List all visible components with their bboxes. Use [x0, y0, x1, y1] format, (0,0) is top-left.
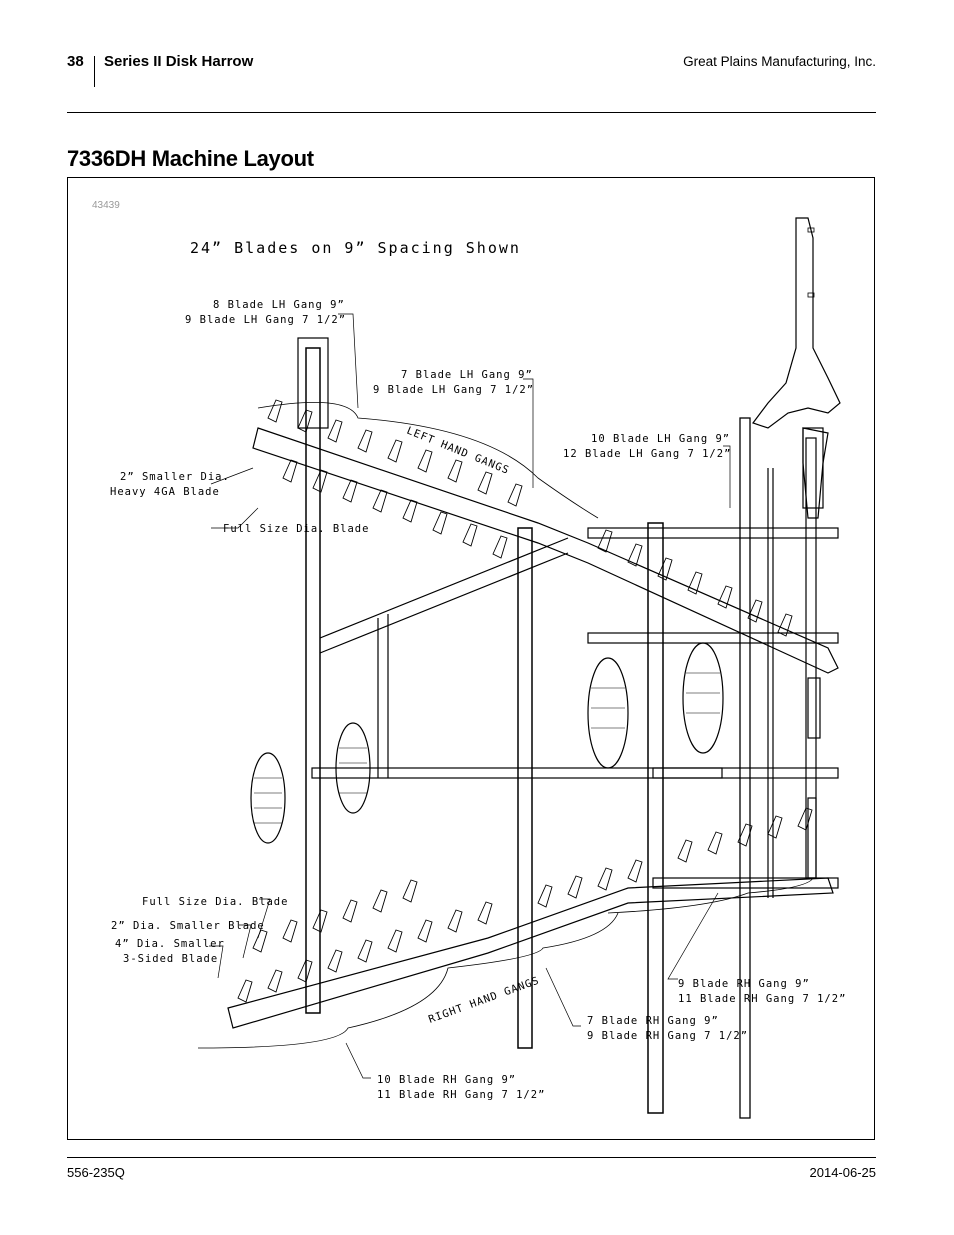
document-title: Series II Disk Harrow: [104, 53, 254, 70]
document-date: 2014-06-25: [809, 1165, 877, 1180]
header-rule: [67, 112, 876, 113]
callout-lh-8-9: 8 Blade LH Gang 9”: [213, 299, 345, 311]
callout-lh-7-9: 7 Blade LH Gang 9”: [401, 369, 533, 381]
callout-rh-7-9: 7 Blade RH Gang 9”: [587, 1015, 719, 1027]
callout-full-size-top: Full Size Dia. Blade: [223, 523, 369, 535]
right-hand-gangs-label: RIGHT HAND GANGS: [427, 974, 541, 1025]
callout-rh-10-9: 10 Blade RH Gang 9”: [377, 1074, 516, 1086]
figure-frame: 43439 24” Blades on 9” Spacing Shown 8 B…: [67, 177, 875, 1140]
figure-number: 43439: [92, 200, 120, 211]
page-number: 38: [67, 53, 84, 70]
callout-dia-smaller-4a: 4” Dia. Smaller: [115, 938, 225, 950]
callout-dia-smaller-2: 2” Dia. Smaller Blade: [111, 920, 265, 932]
figure-caption: 24” Blades on 9” Spacing Shown: [190, 239, 521, 257]
callout-rh-11-75: 11 Blade RH Gang 7 1/2”: [678, 993, 846, 1005]
callout-lh-12-75: 12 Blade LH Gang 7 1/2”: [563, 448, 731, 460]
callout-full-size-bottom: Full Size Dia. Blade: [142, 896, 288, 908]
callout-rh-9-9: 9 Blade RH Gang 9”: [678, 978, 810, 990]
callout-lh-9-75b: 9 Blade LH Gang 7 1/2”: [373, 384, 534, 396]
header-divider: [94, 56, 95, 87]
document-number: 556-235Q: [67, 1165, 125, 1180]
callout-rh-11-75b: 11 Blade RH Gang 7 1/2”: [377, 1089, 545, 1101]
callout-smaller-dia-1: 2” Smaller Dia.: [120, 471, 230, 483]
callout-rh-9-75: 9 Blade RH Gang 7 1/2”: [587, 1030, 748, 1042]
machine-layout-drawing: 43439 24” Blades on 9” Spacing Shown 8 B…: [92, 200, 846, 1119]
section-title: 7336DH Machine Layout: [67, 146, 314, 171]
callout-dia-smaller-4b: 3-Sided Blade: [123, 953, 218, 965]
callout-lh-9-75: 9 Blade LH Gang 7 1/2”: [185, 314, 346, 326]
footer-rule: [67, 1157, 876, 1158]
company-name: Great Plains Manufacturing, Inc.: [683, 54, 876, 69]
callout-lh-10-9: 10 Blade LH Gang 9”: [591, 433, 730, 445]
callout-smaller-dia-2: Heavy 4GA Blade: [110, 486, 220, 498]
